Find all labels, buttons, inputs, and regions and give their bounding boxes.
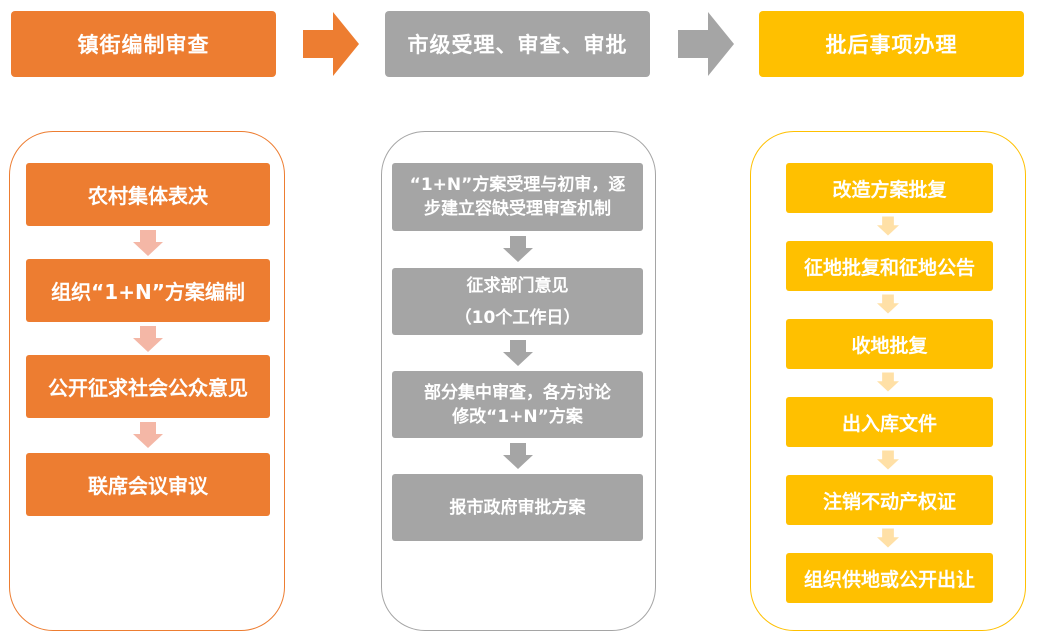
step-text-line: 部分集中审查，各方讨论 bbox=[424, 382, 611, 403]
step-department-opinions: 征求部门意见 （10个工作日） bbox=[392, 268, 643, 335]
step-text-line: 修改“1+N”方案 bbox=[452, 406, 583, 427]
step-public-consultation: 公开征求社会公众意见 bbox=[26, 355, 270, 418]
step-centralized-review: 部分集中审查，各方讨论 修改“1+N”方案 bbox=[392, 371, 643, 438]
right-arrow-icon bbox=[678, 12, 734, 76]
column-header-post-approval: 批后事项办理 bbox=[759, 11, 1024, 77]
step-cancel-property-certificate: 注销不动产权证 bbox=[786, 475, 993, 525]
down-arrow-icon bbox=[877, 450, 899, 470]
down-arrow-icon bbox=[503, 443, 533, 469]
down-arrow-icon bbox=[877, 294, 899, 314]
step-text-line: （10个工作日） bbox=[454, 307, 581, 328]
step-submit-government-approval: 报市政府审批方案 bbox=[392, 474, 643, 541]
down-arrow-icon bbox=[877, 372, 899, 392]
down-arrow-icon bbox=[877, 528, 899, 548]
step-renovation-plan-approval: 改造方案批复 bbox=[786, 163, 993, 213]
down-arrow-icon bbox=[503, 236, 533, 262]
step-plan-acceptance: “1+N”方案受理与初审，逐 步建立容缺受理审查机制 bbox=[392, 163, 643, 231]
step-collective-vote: 农村集体表决 bbox=[26, 163, 270, 226]
step-land-supply-or-transfer: 组织供地或公开出让 bbox=[786, 553, 993, 603]
column-header-city-approval: 市级受理、审查、审批 bbox=[385, 11, 650, 77]
down-arrow-icon bbox=[133, 230, 163, 256]
down-arrow-icon bbox=[133, 422, 163, 448]
step-text-line: 步建立容缺受理审查机制 bbox=[424, 199, 611, 219]
right-arrow-icon bbox=[303, 12, 359, 76]
down-arrow-icon bbox=[503, 340, 533, 366]
step-land-recovery-approval: 收地批复 bbox=[786, 319, 993, 369]
column-header-town-review: 镇街编制审查 bbox=[11, 11, 276, 77]
down-arrow-icon bbox=[877, 216, 899, 236]
down-arrow-icon bbox=[133, 326, 163, 352]
step-text-line: “1+N”方案受理与初审，逐 bbox=[409, 175, 626, 195]
step-plan-drafting: 组织“1+N”方案编制 bbox=[26, 259, 270, 322]
step-text-line: 征求部门意见 bbox=[466, 275, 569, 296]
step-land-acquisition-approval: 征地批复和征地公告 bbox=[786, 241, 993, 291]
step-warehouse-documents: 出入库文件 bbox=[786, 397, 993, 447]
step-text-line: 报市政府审批方案 bbox=[449, 497, 586, 518]
step-joint-meeting-review: 联席会议审议 bbox=[26, 453, 270, 516]
